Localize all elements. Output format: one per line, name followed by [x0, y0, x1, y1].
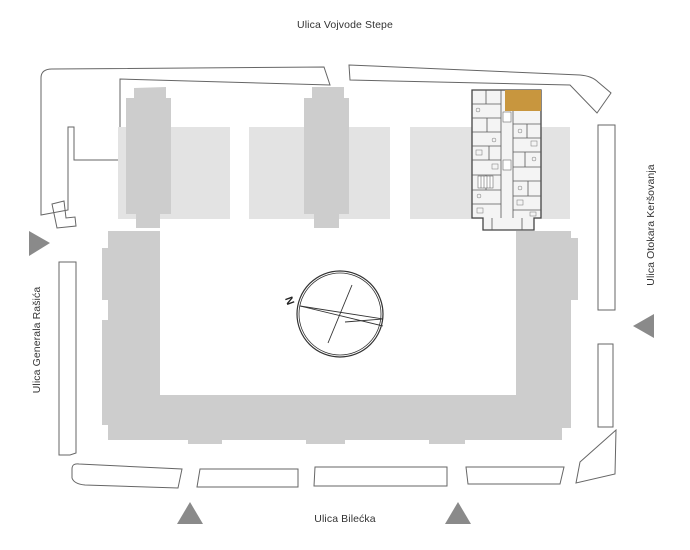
building-u-block [102, 231, 578, 444]
building-top-left-tower [126, 87, 171, 228]
floor-plan-walls [472, 90, 541, 230]
street-label-bottom: Ulica Bilećka [314, 513, 376, 525]
outline-bottom-5 [575, 428, 617, 484]
entrance-marker-bottom-left [177, 502, 203, 524]
outline-left-small [51, 200, 77, 229]
outline-right-upper [597, 124, 616, 311]
entrance-marker-left [29, 231, 50, 256]
outline-top-left [40, 66, 331, 216]
outline-right-lower [597, 343, 614, 428]
entrance-marker-right [633, 314, 654, 338]
highlight-unit [505, 90, 541, 111]
outline-bottom-3 [313, 466, 448, 487]
entrance-markers [29, 231, 654, 524]
street-label-right: Ulica Otokara Keršovanja [645, 164, 657, 286]
compass-ring-inner [298, 272, 382, 356]
entrance-marker-bottom-right [445, 502, 471, 524]
outline-left-long [58, 261, 77, 456]
outline-top-right [348, 64, 612, 114]
floor-plan-fixtures [475, 107, 538, 217]
street-label-top: Ulica Vojvode Stepe [297, 19, 393, 31]
detailed-building [471, 89, 542, 231]
compass-north-label: N [282, 295, 296, 307]
compass-needle [299, 284, 384, 344]
building-top-middle-tower [304, 87, 349, 228]
street-label-left: Ulica Generala Rašića [31, 286, 43, 394]
outline-bottom-4 [465, 466, 565, 485]
outline-bottom-1 [71, 463, 183, 489]
north-compass [296, 270, 384, 358]
block-outlines [40, 64, 617, 489]
buildings [102, 87, 578, 444]
outline-bottom-2 [196, 468, 299, 488]
floor-plan-stair-core [477, 111, 512, 189]
